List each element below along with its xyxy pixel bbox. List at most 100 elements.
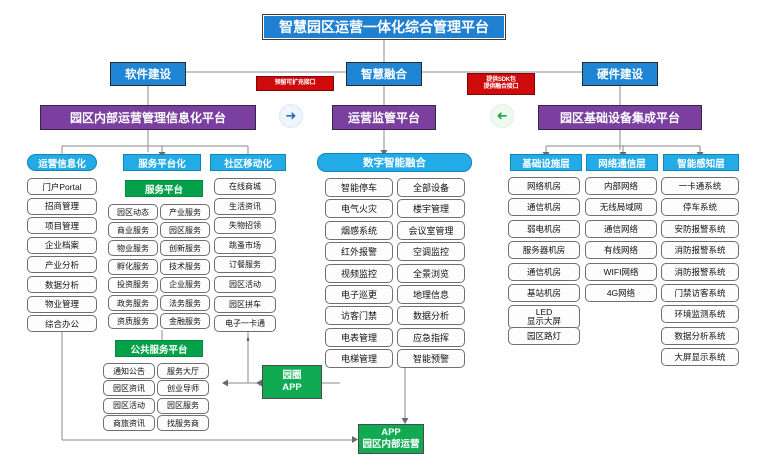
leaf-digital-right-5[interactable]: 全景浏览: [397, 263, 465, 283]
leaf-infra-1[interactable]: 网络机房: [508, 177, 580, 195]
leaf-community-1[interactable]: 在线商城: [214, 178, 276, 195]
pillar-fusion[interactable]: 智慧融合: [346, 62, 422, 86]
leaf-community-2[interactable]: 生活资讯: [214, 197, 276, 215]
leaf-digital-right-3[interactable]: 会议室管理: [397, 220, 465, 240]
leaf-public-right-2[interactable]: 创业导师: [157, 380, 209, 397]
leaf-infra-2[interactable]: 通信机房: [508, 198, 580, 217]
leaf-service-right-2[interactable]: 园区服务: [160, 222, 210, 239]
leaf-sensing-7[interactable]: 环境监测系统: [661, 305, 739, 324]
leaf-infra-6[interactable]: 基站机房: [508, 284, 580, 302]
column-header-operation[interactable]: 运营信息化: [27, 154, 97, 171]
leaf-network-5[interactable]: WIFI网络: [585, 262, 657, 281]
leaf-network-1[interactable]: 内部网络: [585, 177, 657, 195]
leaf-digital-left-2[interactable]: 电气火灾: [325, 199, 393, 219]
leaf-operation-4[interactable]: 企业档案: [27, 236, 97, 254]
app-internal-operation[interactable]: APP 园区内部运营: [358, 424, 424, 454]
leaf-digital-right-2[interactable]: 楼宇管理: [397, 199, 465, 219]
platform-internal-operation[interactable]: 园区内部运营管理信息化平台: [40, 105, 256, 130]
leaf-public-left-2[interactable]: 园区资讯: [103, 380, 155, 397]
leaf-digital-right-7[interactable]: 数据分析: [397, 306, 465, 326]
leaf-sensing-1[interactable]: 一卡通系统: [661, 177, 739, 195]
leaf-digital-right-1[interactable]: 全部设备: [397, 178, 465, 197]
leaf-operation-6[interactable]: 数据分析: [27, 276, 97, 293]
leaf-public-left-4[interactable]: 商旅资讯: [103, 415, 155, 432]
leaf-infra-8[interactable]: 园区路灯: [508, 326, 580, 345]
app-yuanquan[interactable]: 园圈 APP: [262, 365, 322, 399]
leaf-network-2[interactable]: 无线局域网: [585, 198, 657, 217]
leaf-public-left-1[interactable]: 通知公告: [103, 363, 155, 379]
leaf-network-4[interactable]: 有线网络: [585, 241, 657, 260]
leaf-sensing-4[interactable]: 消防报警系统: [661, 241, 739, 260]
leaf-public-right-3[interactable]: 园区服务: [157, 397, 209, 414]
leaf-operation-8[interactable]: 综合办公: [27, 315, 97, 333]
leaf-community-3[interactable]: 失物招领: [214, 217, 276, 235]
leaf-digital-left-1[interactable]: 智能停车: [325, 178, 393, 197]
leaf-sensing-8[interactable]: 数据分析系统: [661, 326, 739, 345]
leaf-service-left-4[interactable]: 孵化服务: [108, 258, 158, 275]
leaf-service-left-5[interactable]: 投资服务: [108, 276, 158, 293]
leaf-operation-3[interactable]: 项目管理: [27, 217, 97, 235]
leaf-service-left-3[interactable]: 物业服务: [108, 240, 158, 257]
leaf-label: 商旅资讯: [113, 418, 145, 428]
leaf-digital-left-3[interactable]: 烟感系统: [325, 220, 393, 240]
leaf-digital-right-9[interactable]: 智能预警: [397, 349, 465, 369]
leaf-service-right-5[interactable]: 企业服务: [160, 276, 210, 293]
leaf-service-left-1[interactable]: 园区动态: [108, 204, 158, 220]
leaf-digital-left-6[interactable]: 电子巡更: [325, 285, 393, 304]
leaf-digital-left-9[interactable]: 电梯管理: [325, 349, 393, 369]
leaf-service-right-4[interactable]: 技术服务: [160, 258, 210, 275]
column-header-service[interactable]: 服务平台化: [123, 154, 201, 171]
pillar-hardware[interactable]: 硬件建设: [582, 62, 658, 86]
leaf-infra-5[interactable]: 通信机房: [508, 262, 580, 281]
leaf-network-3[interactable]: 通信网络: [585, 219, 657, 238]
subheader-service-platform[interactable]: 服务平台: [125, 180, 203, 197]
leaf-community-5[interactable]: 订餐服务: [214, 256, 276, 274]
column-header-digital[interactable]: 数字智能融合: [317, 153, 472, 172]
leaf-sensing-2[interactable]: 停车系统: [661, 198, 739, 217]
leaf-operation-2[interactable]: 招商管理: [27, 197, 97, 215]
leaf-sensing-6[interactable]: 门禁访客系统: [661, 284, 739, 302]
leaf-digital-right-4[interactable]: 空调监控: [397, 242, 465, 262]
leaf-label: 电子巡更: [340, 290, 377, 300]
leaf-public-right-4[interactable]: 找服务商: [157, 415, 209, 432]
subheader-public-service-platform[interactable]: 公共服务平台: [115, 340, 203, 357]
leaf-sensing-3[interactable]: 安防报警系统: [661, 219, 739, 238]
leaf-operation-7[interactable]: 物业管理: [27, 295, 97, 313]
leaf-service-right-7[interactable]: 金融服务: [160, 313, 210, 330]
leaf-service-right-1[interactable]: 产业服务: [160, 204, 210, 220]
platform-infrastructure[interactable]: 园区基础设备集成平台: [538, 105, 702, 130]
leaf-service-right-3[interactable]: 创新服务: [160, 240, 210, 257]
column-header-sensing[interactable]: 智能感知层: [663, 154, 739, 171]
leaf-service-left-6[interactable]: 政务服务: [108, 295, 158, 311]
column-header-infra[interactable]: 基础设施层: [510, 154, 582, 171]
leaf-digital-left-7[interactable]: 访客门禁: [325, 306, 393, 326]
leaf-digital-left-8[interactable]: 电表管理: [325, 327, 393, 347]
leaf-community-6[interactable]: 园区活动: [214, 276, 276, 293]
leaf-public-right-1[interactable]: 服务大厅: [157, 363, 209, 379]
column-header-community[interactable]: 社区移动化: [210, 154, 286, 171]
leaf-label: 数据分析系统: [674, 330, 726, 341]
leaf-digital-right-8[interactable]: 应急指挥: [397, 327, 465, 347]
leaf-digital-left-5[interactable]: 视频监控: [325, 263, 393, 283]
leaf-operation-1[interactable]: 门户Portal: [27, 178, 97, 195]
leaf-digital-right-6[interactable]: 地理信息: [397, 285, 465, 304]
leaf-operation-5[interactable]: 产业分析: [27, 256, 97, 274]
leaf-community-7[interactable]: 园区拼车: [214, 295, 276, 313]
leaf-public-left-3[interactable]: 园区活动: [103, 397, 155, 414]
leaf-sensing-9[interactable]: 大屏显示系统: [661, 348, 739, 367]
leaf-network-6[interactable]: 4G网络: [585, 284, 657, 302]
pillar-software[interactable]: 软件建设: [110, 62, 186, 86]
leaf-infra-3[interactable]: 弱电机房: [508, 219, 580, 238]
leaf-service-right-6[interactable]: 法务服务: [160, 295, 210, 311]
leaf-sensing-5[interactable]: 消防报警系统: [661, 262, 739, 281]
leaf-digital-left-4[interactable]: 红外报警: [325, 242, 393, 262]
leaf-service-left-2[interactable]: 商业服务: [108, 222, 158, 239]
platform-supervision[interactable]: 运营监管平台: [332, 105, 436, 130]
leaf-community-8[interactable]: 电子一卡通: [214, 315, 276, 333]
leaf-label: 全部设备: [412, 183, 449, 193]
leaf-service-left-7[interactable]: 资质服务: [108, 313, 158, 330]
column-header-network[interactable]: 网络通信层: [586, 154, 658, 171]
leaf-infra-4[interactable]: 服务器机房: [508, 241, 580, 260]
leaf-community-4[interactable]: 跳蚤市场: [214, 236, 276, 254]
